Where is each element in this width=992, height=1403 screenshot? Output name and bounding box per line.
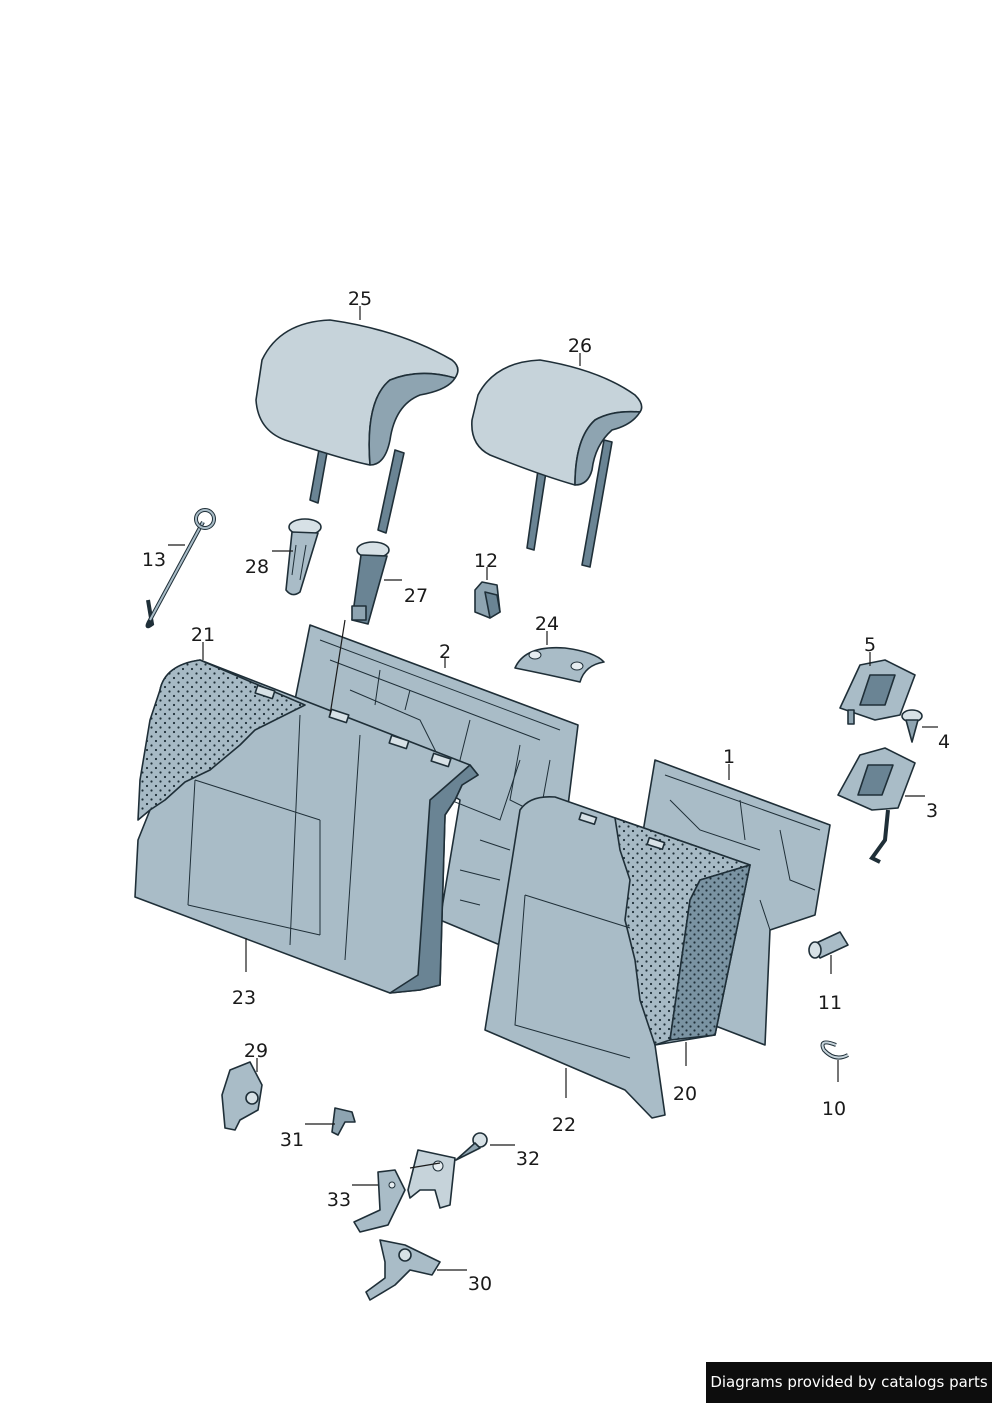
callout-28: 28 [245, 556, 269, 578]
guide-sleeve-28 [285, 518, 322, 596]
callout-5: 5 [864, 634, 876, 656]
callout-23: 23 [232, 987, 256, 1009]
callout-20: 20 [673, 1083, 697, 1105]
leader-lines [168, 306, 938, 1271]
guide-sleeve-27 [351, 541, 390, 625]
callout-4: 4 [938, 731, 950, 753]
callout-3: 3 [926, 800, 938, 822]
hinge-cover-29 [221, 1061, 263, 1131]
bracket-5 [839, 659, 916, 725]
backrest-cushion-left [134, 659, 479, 994]
headrest-small [471, 359, 643, 568]
callout-13: 13 [142, 549, 166, 571]
attribution-banner: Diagrams provided by catalogs parts [706, 1362, 992, 1403]
trim-plate-24 [514, 646, 605, 683]
callout-24: 24 [535, 613, 559, 635]
callout-12: 12 [474, 550, 498, 572]
hinge-30 [365, 1239, 441, 1301]
bracket-3 [837, 747, 916, 864]
callout-2: 2 [439, 641, 451, 663]
callout-26: 26 [568, 335, 592, 357]
cap-12 [474, 581, 501, 619]
callout-32: 32 [516, 1148, 540, 1170]
callout-21: 21 [191, 624, 215, 646]
callout-29: 29 [244, 1040, 268, 1062]
callout-10: 10 [822, 1098, 846, 1120]
headrest-large [255, 319, 459, 534]
callout-30: 30 [468, 1273, 492, 1295]
callout-33: 33 [327, 1189, 351, 1211]
callout-11: 11 [818, 992, 842, 1014]
backrest-cushion-right [484, 795, 751, 1119]
wire-rod-13 [145, 508, 216, 629]
bolt-11 [808, 931, 849, 959]
callout-27: 27 [404, 585, 428, 607]
screw-32 [455, 1132, 488, 1161]
callout-labels: 25 26 13 28 27 12 24 2 21 5 4 1 3 23 11 … [142, 288, 950, 1295]
clip-31 [331, 1107, 356, 1136]
clip-10 [820, 1040, 849, 1060]
callout-31: 31 [280, 1129, 304, 1151]
callout-1: 1 [723, 746, 735, 768]
hinge-bracket-33 [353, 1149, 456, 1233]
callout-25: 25 [348, 288, 372, 310]
screw-4 [901, 709, 923, 743]
callout-22: 22 [552, 1114, 576, 1136]
